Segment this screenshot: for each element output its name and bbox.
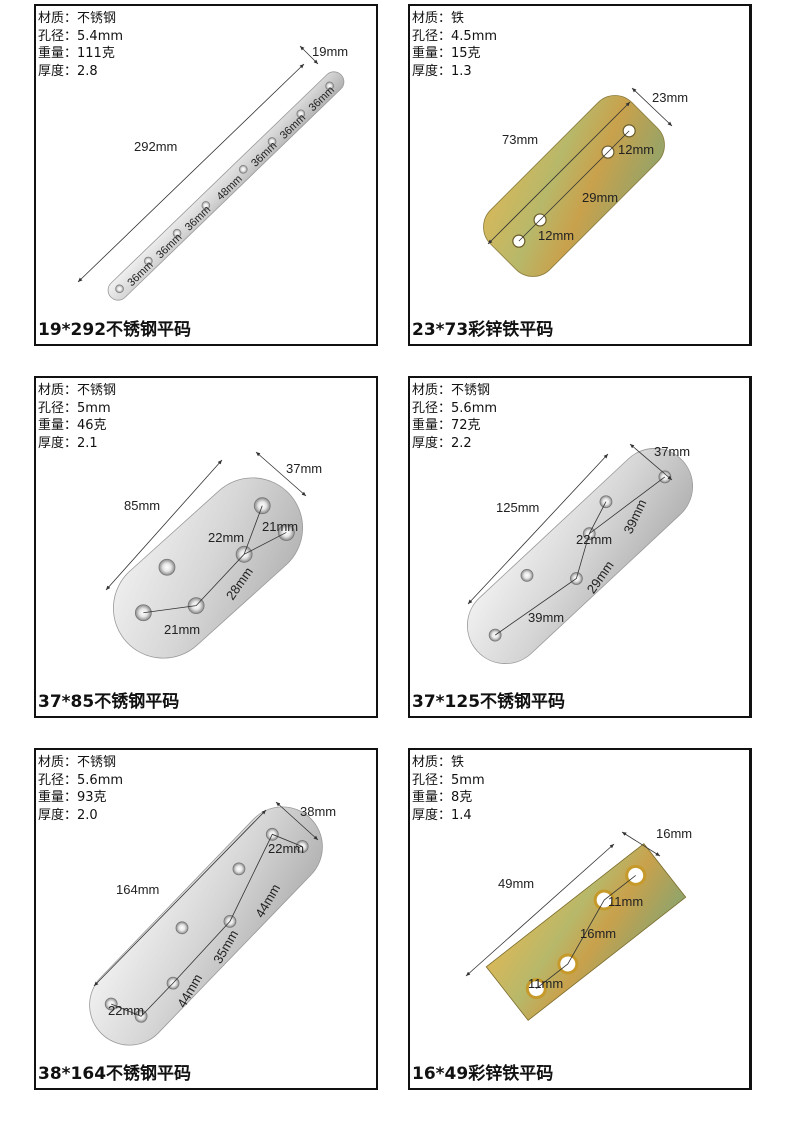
spec-weight: 重量：93克 bbox=[38, 790, 107, 805]
length-label: 73mm bbox=[502, 132, 538, 147]
spec-hole: 孔径：5mm bbox=[412, 772, 485, 788]
spec-material: 材质：不锈钢 bbox=[38, 383, 117, 398]
gap-label: 39mm bbox=[528, 610, 564, 625]
spec-thickness: 厚度：1.4 bbox=[412, 807, 472, 823]
spec-list: 材质：不锈钢 孔径：5.4mm 重量：111克 厚度：2.8 bbox=[38, 10, 123, 80]
product-caption: 19*292不锈钢平码 bbox=[38, 320, 192, 340]
product-caption: 37*125不锈钢平码 bbox=[412, 692, 566, 712]
plate-illustration: 36mm 36mm 36mm 48mm 36mm 36mm 36mm 292mm… bbox=[77, 44, 348, 301]
plate-illustration: 85mm 37mm 21mm 22mm 28mm 21mm bbox=[105, 451, 322, 659]
spec-hole: 孔径：5.6mm bbox=[412, 400, 498, 416]
product-panel-4: 125mm 37mm 39mm 22mm 29mm 39mm 材质：不锈钢 孔径… bbox=[408, 376, 752, 718]
spec-list: 材质：不锈钢 孔径：5.6mm 重量：72克 厚度：2.2 bbox=[412, 382, 497, 452]
gap-label: 22mm bbox=[576, 532, 612, 547]
gap-label: 11mm bbox=[528, 976, 563, 991]
spec-thickness: 厚度：2.0 bbox=[38, 807, 98, 823]
length-label: 85mm bbox=[124, 498, 160, 513]
gap-label: 16mm bbox=[580, 926, 616, 941]
spec-material: 材质：不锈钢 bbox=[38, 755, 117, 770]
gap-label: 29mm bbox=[582, 190, 618, 205]
product-caption: 38*164不锈钢平码 bbox=[38, 1064, 192, 1084]
spec-weight: 重量：72克 bbox=[412, 418, 481, 433]
gap-label: 12mm bbox=[538, 228, 574, 243]
product-panel-1: 36mm 36mm 36mm 48mm 36mm 36mm 36mm 292mm… bbox=[34, 4, 378, 346]
width-label: 23mm bbox=[652, 90, 688, 105]
product-panel-6: 49mm 16mm 11mm 16mm 11mm 材质：铁 孔径：5mm 重量：… bbox=[408, 748, 752, 1090]
product-panel-2: 73mm 23mm 12mm 29mm 12mm 材质：铁 孔径：4.5mm 重… bbox=[408, 4, 752, 346]
length-label: 164mm bbox=[116, 882, 159, 897]
spec-material: 材质：铁 bbox=[412, 755, 465, 770]
product-panel-5: 164mm 38mm 22mm 44mm 35mm 44mm 22mm 材质：不… bbox=[34, 748, 378, 1090]
gap-label: 22mm bbox=[268, 841, 304, 856]
spec-hole: 孔径：5.4mm bbox=[38, 28, 124, 44]
spec-material: 材质：铁 bbox=[412, 11, 465, 26]
gap-label: 22mm bbox=[208, 530, 244, 545]
spec-list: 材质：铁 孔径：5mm 重量：8克 厚度：1.4 bbox=[412, 754, 485, 824]
length-label: 292mm bbox=[134, 139, 177, 154]
spec-weight: 重量：15克 bbox=[412, 46, 481, 61]
product-caption: 16*49彩锌铁平码 bbox=[412, 1064, 554, 1084]
length-label: 49mm bbox=[498, 876, 534, 891]
plate-illustration: 73mm 23mm 12mm 29mm 12mm bbox=[483, 87, 688, 277]
spec-thickness: 厚度：1.3 bbox=[412, 63, 472, 79]
product-caption: 23*73彩锌铁平码 bbox=[412, 320, 554, 340]
width-label: 19mm bbox=[312, 44, 348, 59]
gap-label: 12mm bbox=[618, 142, 654, 157]
spec-hole: 孔径：4.5mm bbox=[412, 28, 498, 44]
spec-list: 材质：不锈钢 孔径：5.6mm 重量：93克 厚度：2.0 bbox=[38, 754, 123, 824]
width-label: 16mm bbox=[656, 826, 692, 841]
spec-list: 材质：不锈钢 孔径：5mm 重量：46克 厚度：2.1 bbox=[38, 382, 116, 452]
product-caption: 37*85不锈钢平码 bbox=[38, 692, 180, 712]
spec-hole: 孔径：5mm bbox=[38, 400, 111, 416]
spec-material: 材质：不锈钢 bbox=[38, 11, 117, 26]
spec-list: 材质：铁 孔径：4.5mm 重量：15克 厚度：1.3 bbox=[412, 10, 497, 80]
width-label: 37mm bbox=[654, 444, 690, 459]
spec-thickness: 厚度：2.2 bbox=[412, 435, 472, 451]
gap-label: 22mm bbox=[108, 1003, 144, 1018]
spec-thickness: 厚度：2.1 bbox=[38, 435, 98, 451]
width-label: 38mm bbox=[300, 804, 336, 819]
gap-label: 21mm bbox=[164, 622, 200, 637]
length-label: 125mm bbox=[496, 500, 539, 515]
gap-label: 11mm bbox=[608, 894, 643, 909]
spec-material: 材质：不锈钢 bbox=[412, 383, 491, 398]
spec-hole: 孔径：5.6mm bbox=[38, 772, 124, 788]
spec-thickness: 厚度：2.8 bbox=[38, 63, 98, 79]
plate-illustration: 49mm 16mm 11mm 16mm 11mm bbox=[465, 826, 692, 1021]
width-label: 37mm bbox=[286, 461, 322, 476]
gap-label: 21mm bbox=[262, 519, 298, 534]
plate-illustration: 164mm 38mm 22mm 44mm 35mm 44mm 22mm bbox=[89, 801, 336, 1046]
plate-illustration: 125mm 37mm 39mm 22mm 29mm 39mm bbox=[467, 443, 693, 664]
product-panel-3: 85mm 37mm 21mm 22mm 28mm 21mm 材质：不锈钢 孔径：… bbox=[34, 376, 378, 718]
spec-weight: 重量：111克 bbox=[38, 46, 115, 61]
spec-weight: 重量：46克 bbox=[38, 418, 107, 433]
spec-weight: 重量：8克 bbox=[412, 790, 473, 805]
